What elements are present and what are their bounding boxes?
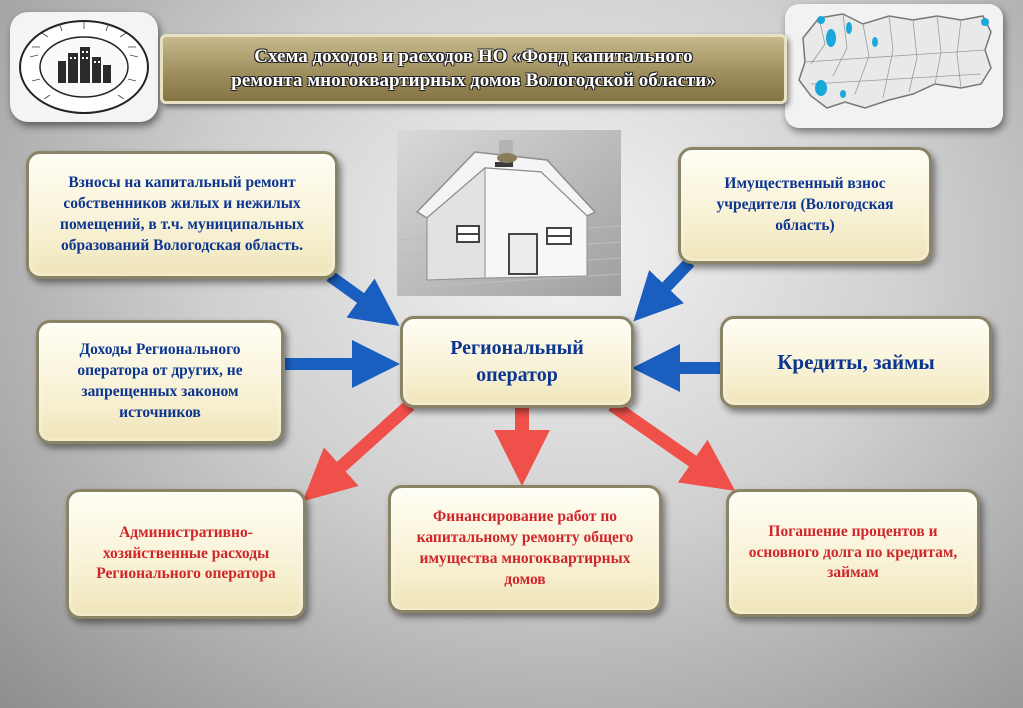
organization-seal bbox=[10, 12, 158, 122]
box-founder-contribution: Имущественный взнос учредителя (Вологодс… bbox=[678, 147, 932, 264]
box-contributions: Взносы на капитальный ремонт собственник… bbox=[26, 151, 338, 279]
credits-text: Кредиты, займы bbox=[777, 349, 935, 374]
page-title: Схема доходов и расходов НО «Фонд капита… bbox=[160, 34, 787, 104]
title-line-1: Схема доходов и расходов НО «Фонд капита… bbox=[254, 46, 693, 68]
arrow-founder bbox=[633, 257, 695, 322]
repair-financing-text: Финансирование работ по капитальному рем… bbox=[416, 508, 634, 588]
arrow-admin bbox=[302, 400, 415, 502]
admin-expenses-text: Административно-хозяйственные расходы Ре… bbox=[96, 523, 276, 583]
title-line-2: ремонта многоквартирных домов Вологодско… bbox=[231, 70, 716, 91]
vologda-region-map-icon bbox=[798, 13, 992, 109]
box-repair-financing: Финансирование работ по капитальному рем… bbox=[388, 485, 662, 613]
house-moneybox-photo bbox=[397, 130, 621, 296]
box-admin-expenses: Административно-хозяйственные расходы Ре… bbox=[66, 489, 306, 619]
contributions-text: Взносы на капитальный ремонт собственник… bbox=[60, 174, 304, 254]
box-credits: Кредиты, займы bbox=[720, 316, 992, 408]
buildings-seal-icon bbox=[19, 20, 149, 114]
other-income-text: Доходы Регионального оператора от других… bbox=[77, 341, 243, 421]
box-regional-operator: Региональный оператор bbox=[400, 316, 634, 408]
house-moneybox-icon bbox=[397, 130, 621, 296]
arrow-repayment bbox=[608, 399, 736, 491]
box-debt-repayment: Погашение процентов и основного долга по… bbox=[726, 489, 980, 617]
debt-repayment-text: Погашение процентов и основного долга по… bbox=[748, 522, 958, 582]
arrow-contributions bbox=[326, 271, 400, 327]
region-map bbox=[785, 4, 1003, 128]
regional-operator-text: Региональный оператор bbox=[450, 337, 584, 386]
founder-text: Имущественный взнос учредителя (Вологодс… bbox=[716, 175, 894, 234]
box-other-income: Доходы Регионального оператора от других… bbox=[36, 320, 284, 444]
